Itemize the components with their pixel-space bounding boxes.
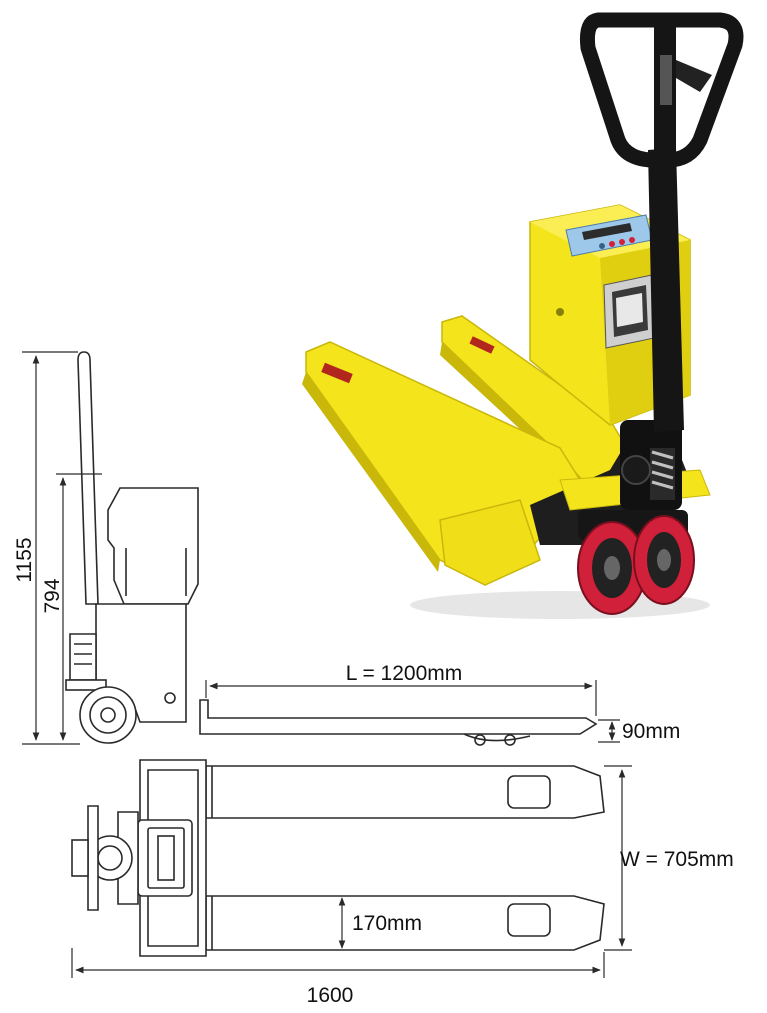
tow-handle — [580, 12, 744, 432]
steering-wheels — [577, 515, 695, 615]
top-view-drawing — [71, 759, 605, 957]
top-dimensions — [71, 765, 632, 978]
fork-reflector — [321, 362, 353, 384]
pump-chassis — [530, 420, 711, 545]
side-dimensions — [22, 351, 620, 745]
fork-reflector — [469, 336, 495, 354]
label-handle-height: 794 — [41, 578, 64, 613]
label-fork-lowered-height: 90mm — [622, 720, 680, 743]
product-photo — [302, 12, 744, 619]
weight-display — [565, 214, 653, 257]
side-view-drawing — [65, 351, 598, 746]
label-overall-width: W = 705mm — [620, 848, 734, 871]
label-overall-height: 1155 — [13, 537, 36, 582]
label-overall-length: 1600 — [307, 984, 354, 1007]
label-fork-width: 170mm — [352, 912, 422, 935]
label-fork-length: L = 1200mm — [346, 662, 463, 685]
left-fork — [302, 341, 586, 586]
printer-unit — [603, 274, 655, 349]
top-fork-upper — [205, 765, 605, 819]
